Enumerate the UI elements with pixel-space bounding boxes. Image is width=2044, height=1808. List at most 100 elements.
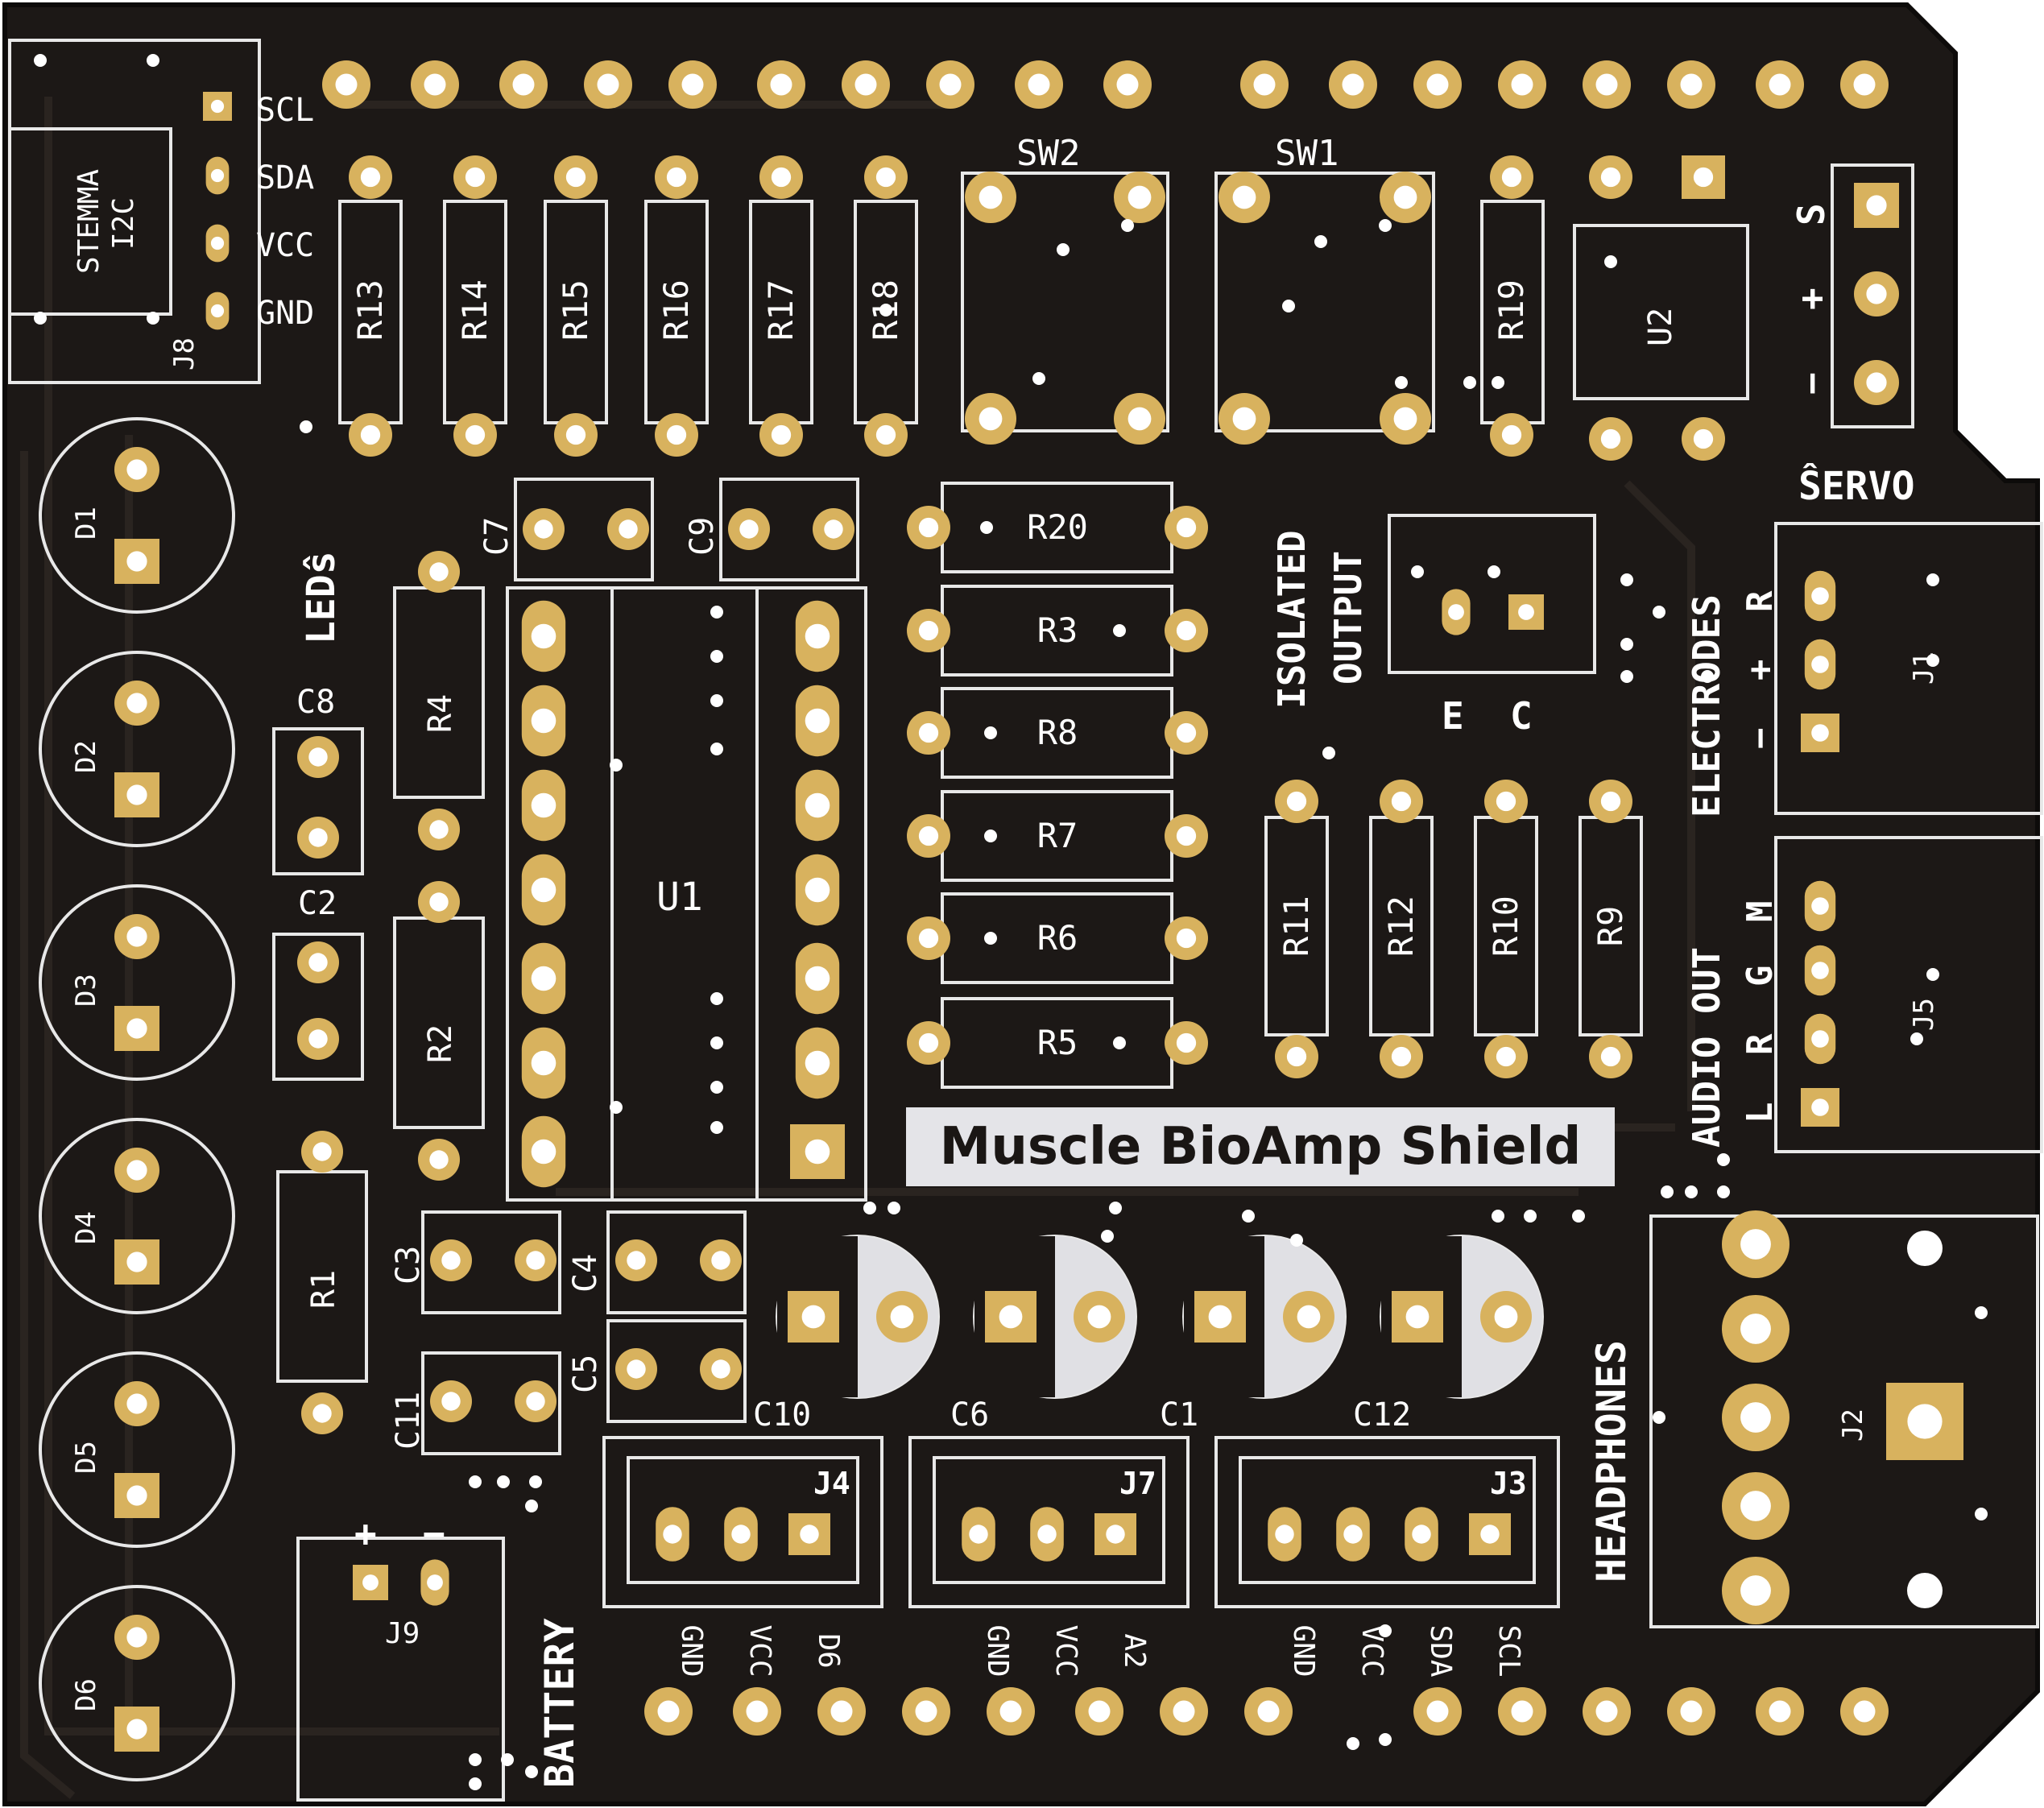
c9-pad-hole (824, 519, 843, 539)
via (1463, 376, 1476, 389)
resistor-pad-r3-hole (1176, 620, 1197, 641)
cap-outline-c7 (514, 478, 654, 581)
resistor-pad-r17-hole (771, 424, 792, 445)
servo-header-outline (1831, 163, 1914, 428)
header-pin-hole (1253, 73, 1276, 96)
c4-pad-hole (627, 1251, 646, 1270)
switch-pad-hole (1232, 407, 1256, 431)
u2-pad-hole (1693, 167, 1714, 188)
label-u1: U1 (656, 875, 703, 920)
resistor-pad-r5-hole (918, 1032, 939, 1053)
via (1347, 1737, 1359, 1750)
electrolytic-pad-c1-hole (1297, 1305, 1321, 1329)
audio-pin-r-hole (1811, 1030, 1829, 1048)
via (469, 1753, 482, 1766)
via (1572, 1210, 1585, 1223)
via (1926, 654, 1939, 667)
label-electrode-r: R (1740, 590, 1781, 612)
label-electrode-minus: − (1740, 728, 1781, 750)
via (1717, 1153, 1730, 1166)
label-c11: C11 (390, 1392, 427, 1450)
resistor-pad-r19-hole (1501, 424, 1522, 445)
electrolytic-pad-c12-hole (1405, 1305, 1430, 1329)
label-d2: D2 (70, 740, 102, 773)
resistor-pad-r9-hole (1600, 791, 1621, 812)
via (710, 1081, 723, 1094)
resistor-pad-r10-hole (1496, 1046, 1516, 1067)
j7-inner (933, 1456, 1165, 1584)
j4-pin-hole (663, 1525, 682, 1544)
j8-pin-sda-hole (210, 168, 225, 183)
j4-pin-label: VCC (743, 1624, 776, 1677)
header-pin-hole (1088, 1700, 1111, 1723)
via (529, 1475, 542, 1488)
via (1910, 1032, 1923, 1045)
led-pad-d6-hole (126, 1719, 147, 1740)
u2-pad-hole (1600, 167, 1621, 188)
board-title-plate: Muscle BioAmp Shield (906, 1107, 1615, 1186)
resistor-label-r15: R15 (556, 279, 595, 341)
label-servo-plus: + (1790, 288, 1833, 310)
via (980, 521, 993, 534)
resistor-pad-r10-hole (1496, 791, 1516, 812)
header-pin-hole (854, 73, 877, 96)
via (1604, 255, 1617, 268)
header-pin-hole (1257, 1700, 1280, 1723)
via (1492, 1210, 1504, 1223)
label-j2: J2 (1837, 1409, 1869, 1442)
label-servo: ŜERVO (1798, 463, 1915, 509)
label-c9: C9 (684, 517, 721, 556)
led-pad-d3-hole (126, 1018, 147, 1039)
c11-pad-hole (441, 1392, 461, 1411)
via (1379, 1624, 1392, 1637)
via (1290, 1234, 1303, 1247)
switch-outline-sw2 (961, 172, 1169, 432)
via (497, 1475, 510, 1488)
electrolytic-pad-c12-hole (1494, 1305, 1518, 1329)
header-pin-hole (1769, 73, 1791, 96)
resistor-pad-r6-hole (918, 928, 939, 949)
j4-pin-label: GND (675, 1624, 708, 1677)
via (1032, 372, 1045, 385)
header-pin-hole (1426, 73, 1449, 96)
label-battery-minus: − (423, 1512, 445, 1555)
label-audio-g: G (1740, 966, 1781, 987)
servo-pin-minus-hole (1866, 372, 1887, 393)
label-c7: C7 (478, 517, 515, 556)
via (710, 606, 723, 619)
switch-pad-hole (1393, 185, 1417, 209)
via (1121, 219, 1134, 232)
label-headphones: HEADPHONES (1588, 1340, 1635, 1583)
resistor-label-r5: R5 (1037, 1023, 1078, 1062)
u2-pad-hole (1693, 428, 1714, 449)
resistor-pad-r16-hole (666, 424, 687, 445)
resistor-label-r7: R7 (1037, 816, 1078, 855)
header-pin-hole (424, 73, 446, 96)
u1-pin-right-hole (805, 623, 830, 649)
stemma-body (8, 127, 172, 316)
via (1395, 376, 1408, 389)
via (300, 420, 312, 433)
j3-pin-label: VCC (1355, 1624, 1388, 1677)
led-outline-d2 (39, 651, 235, 847)
label-d6: D6 (70, 1678, 102, 1711)
via (879, 304, 892, 317)
c5-pad-hole (711, 1359, 730, 1379)
resistor-label-r19: R19 (1492, 279, 1531, 341)
via (1685, 1185, 1698, 1198)
j2-outline (1649, 1214, 2039, 1628)
via (710, 1036, 723, 1049)
via (525, 1500, 538, 1512)
label-battery: BATTERY (536, 1618, 583, 1788)
j4-pin-hole (800, 1525, 819, 1544)
j1-outline (1774, 522, 2043, 815)
label-electrode-plus: + (1740, 660, 1781, 681)
u1-pin-left-hole (531, 1050, 557, 1076)
electrode-pin-r-hole (1811, 587, 1829, 605)
u1-pin-left-hole (531, 623, 557, 649)
j7-pin-hole (1106, 1525, 1125, 1544)
header-pin-hole (939, 73, 962, 96)
via (1379, 219, 1392, 232)
label-sda: SDA (256, 159, 314, 197)
electrode-pin-plus-hole (1811, 656, 1829, 673)
